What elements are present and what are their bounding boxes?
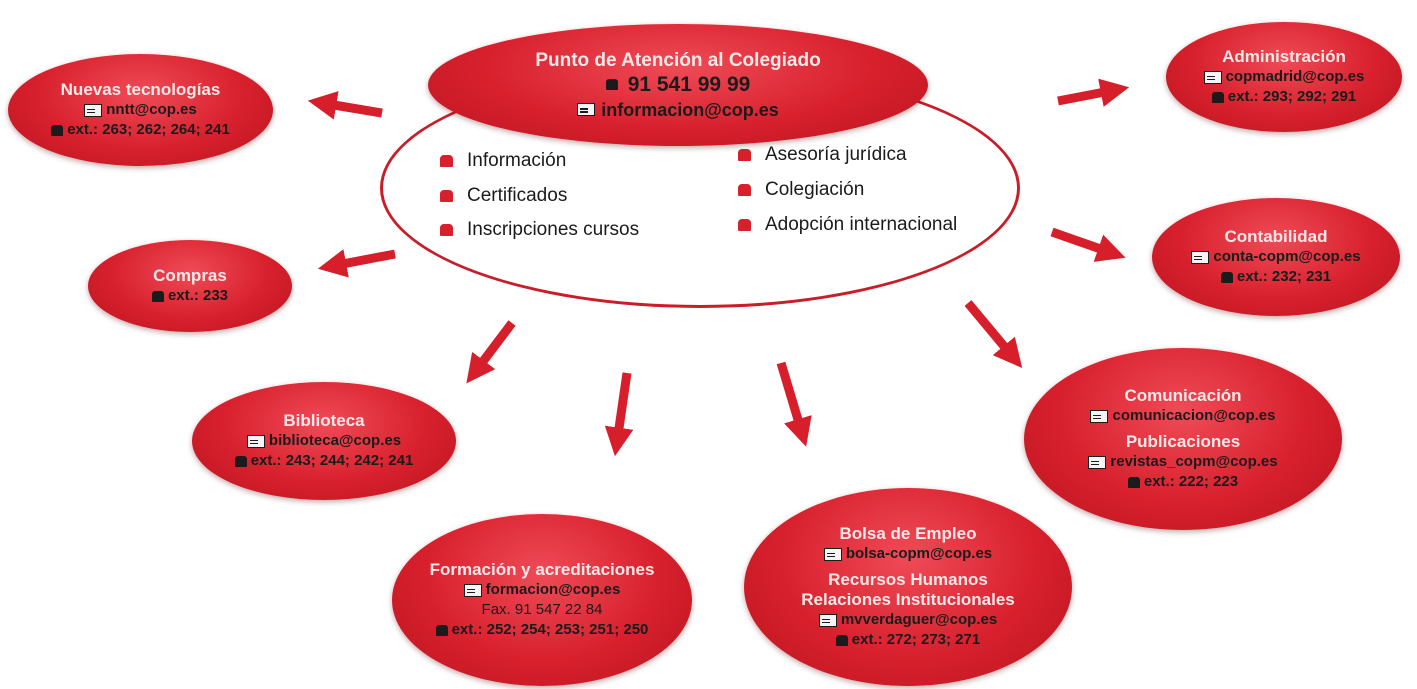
hub-email: informacion@cop.es xyxy=(577,98,779,122)
node-title: Nuevas tecnologías xyxy=(60,80,221,99)
node-comunicacion: Comunicación comunicacion@cop.es Publica… xyxy=(1024,348,1342,530)
arrow-administracion xyxy=(1057,78,1130,107)
phone-icon xyxy=(151,290,164,302)
service-informacion: Información xyxy=(440,150,566,172)
arrow-compras xyxy=(317,249,396,278)
phone-icon xyxy=(435,624,448,636)
node-title: Bolsa de Empleo xyxy=(839,524,977,543)
mail-icon xyxy=(84,103,103,117)
phone-icon xyxy=(835,634,848,646)
phone-icon xyxy=(605,79,618,90)
mail-icon xyxy=(1203,70,1222,84)
node-bolsa-empleo: Bolsa de Empleo bolsa-copm@cop.es Recurs… xyxy=(744,488,1072,686)
node-subtitle: Publicaciones xyxy=(1125,432,1241,451)
node-contabilidad: Contabilidad conta-copm@cop.es ext.: 232… xyxy=(1152,198,1400,316)
node-nuevas-tecnologias: Nuevas tecnologías nntt@cop.es ext.: 263… xyxy=(8,54,273,166)
service-asesoria: Asesoría jurídica xyxy=(738,144,907,166)
mail-icon xyxy=(463,583,482,597)
node-administracion: Administración copmadrid@cop.es ext.: 29… xyxy=(1166,22,1402,132)
phone-icon xyxy=(738,184,751,196)
node-subtitle-2: Relaciones Institucionales xyxy=(801,590,1015,609)
arrow-formacion xyxy=(604,372,634,457)
mail-icon xyxy=(1090,409,1109,423)
node-biblioteca: Biblioteca biblioteca@cop.es ext.: 243; … xyxy=(192,382,456,500)
hub-phone: 91 541 99 99 xyxy=(605,72,751,98)
service-colegiacion: Colegiación xyxy=(738,179,864,201)
phone-icon xyxy=(440,155,453,167)
arrow-contabilidad xyxy=(1050,227,1126,262)
hub-email-address: informacion@cop.es xyxy=(601,99,779,120)
phone-icon xyxy=(1127,476,1140,488)
phone-icon xyxy=(738,219,751,231)
service-certificados: Certificados xyxy=(440,185,567,207)
hub-header: Punto de Atención al Colegiado 91 541 99… xyxy=(428,24,928,146)
arrow-bolsa xyxy=(776,361,812,447)
node-formacion: Formación y acreditaciones formacion@cop… xyxy=(392,514,692,686)
fax-line: Fax. 91 547 22 84 xyxy=(481,601,603,618)
mail-icon xyxy=(823,547,842,561)
service-inscripciones: Inscripciones cursos xyxy=(440,219,639,241)
arrow-comunicacion xyxy=(964,300,1023,369)
phone-icon xyxy=(234,455,247,467)
mail-icon xyxy=(577,103,596,116)
node-title: Contabilidad xyxy=(1224,227,1328,246)
phone-icon xyxy=(1220,271,1233,283)
arrow-nuevas xyxy=(307,91,383,120)
node-title: Comunicación xyxy=(1124,386,1242,405)
phone-icon xyxy=(440,190,453,202)
phone-icon xyxy=(440,224,453,236)
phone-icon xyxy=(51,124,64,136)
node-subtitle: Recursos Humanos xyxy=(828,570,988,589)
mail-icon xyxy=(1088,455,1107,469)
node-title: Formación y acreditaciones xyxy=(429,560,655,579)
service-adopcion: Adopción internacional xyxy=(738,214,957,236)
phone-icon xyxy=(738,149,751,161)
node-compras: Compras ext.: 233 xyxy=(88,240,292,332)
mail-icon xyxy=(246,434,265,448)
mail-icon xyxy=(1191,250,1210,264)
hub-phone-number: 91 541 99 99 xyxy=(627,72,751,96)
mail-icon xyxy=(818,613,837,627)
phone-icon xyxy=(1211,91,1224,103)
arrow-biblioteca xyxy=(466,320,516,384)
node-title: Administración xyxy=(1222,47,1346,66)
hub-title: Punto de Atención al Colegiado xyxy=(535,49,821,71)
node-title: Biblioteca xyxy=(283,411,365,430)
node-title: Compras xyxy=(153,266,227,285)
